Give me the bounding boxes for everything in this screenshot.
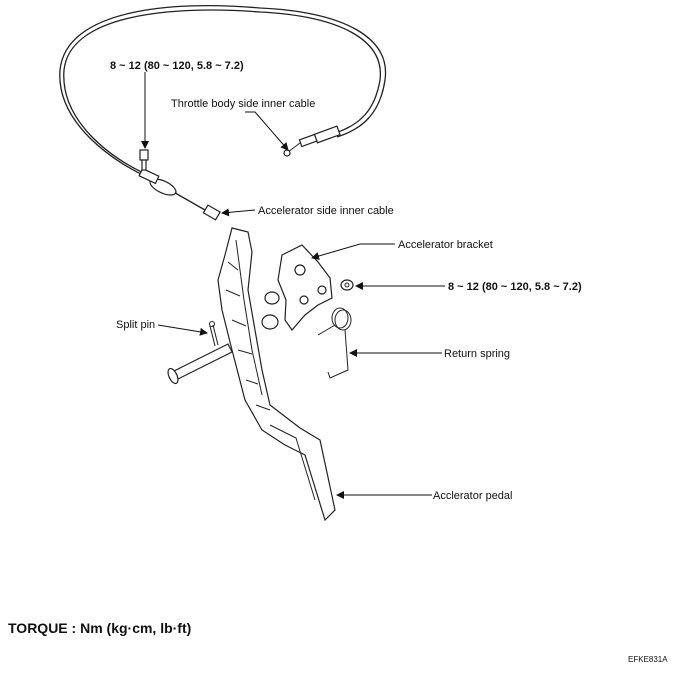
accel-cable-label: Accelerator side inner cable: [258, 205, 394, 217]
split-pin: [209, 321, 219, 347]
pivot-pin: [167, 343, 233, 385]
throttle-cable-label: Throttle body side inner cable: [171, 98, 315, 110]
bracket-nut: [340, 279, 354, 291]
accelerator-bracket: [261, 244, 333, 331]
accel-bracket-label: Accelerator bracket: [398, 239, 493, 251]
return-spring-label: Return spring: [444, 348, 510, 360]
figure-code: EFKE831A: [628, 655, 668, 664]
leader-lines: [141, 72, 445, 499]
split-pin-label: Split pin: [116, 319, 155, 331]
torque-label-top: 8 ~ 12 (80 ~ 120, 5.8 ~ 7.2): [110, 60, 244, 72]
accel-pedal-label: Acclerator pedal: [433, 490, 513, 502]
return-spring: [317, 307, 352, 379]
accelerator-pedal: [217, 227, 336, 522]
torque-label-right: 8 ~ 12 (80 ~ 120, 5.8 ~ 7.2): [448, 281, 582, 293]
accelerator-cable: [59, 4, 387, 221]
torque-units-note: TORQUE : Nm (kg·cm, lb·ft): [8, 620, 192, 636]
